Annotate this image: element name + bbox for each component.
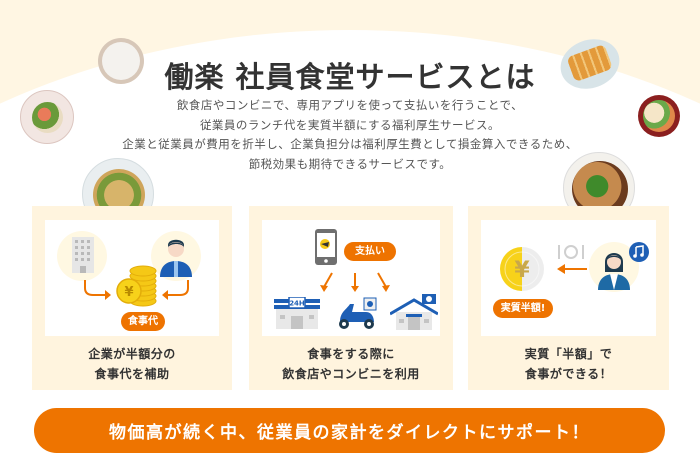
half-coin-icon: ¥: [500, 247, 544, 291]
description-line: 従業員のランチ代を実質半額にする福利厚生サービス。: [199, 117, 501, 132]
arrow-left-icon: [557, 264, 587, 274]
music-note-icon: [629, 242, 649, 262]
restaurant-icon: [390, 294, 438, 330]
banner-text: 物価高が続く中、従業員の家計をダイレクトにサポート！: [109, 423, 590, 443]
svg-text:¥: ¥: [124, 285, 133, 300]
caption-line: 食事をする際に: [307, 347, 395, 361]
page-title: 働楽 社員食堂サービスとは: [164, 60, 536, 94]
payment-badge: 支払い: [344, 242, 396, 261]
arrow-left-icon: [162, 280, 189, 300]
illustration-panel: ¥ 食事代: [45, 220, 219, 336]
salad-bowl-image: [20, 90, 74, 144]
illustration-panel: ¥ 実質半額!: [481, 220, 656, 336]
arrows-down-icon: [320, 272, 390, 292]
caption-line: 食事代を補助: [94, 367, 170, 381]
meal-cost-badge: 食事代: [121, 312, 165, 331]
svg-text:24H: 24H: [289, 300, 305, 308]
convenience-store-icon: 24H: [274, 297, 320, 329]
feature-card-half-price: ¥ 実質半額! 実質「半額」で 食事ができる！: [468, 206, 669, 390]
smartphone-icon: [315, 229, 337, 265]
description-line: 企業と従業員が費用を折半し、企業負担分は福利厚生費として損金算入できるため、: [122, 137, 578, 152]
tofu-bowl-image: [638, 95, 680, 137]
support-banner: 物価高が続く中、従業員の家計をダイレクトにサポート！: [34, 408, 665, 453]
rice-bowl-image: [98, 38, 144, 84]
woman-icon: [598, 253, 630, 290]
caption-line: 飲食店やコンビニを利用: [282, 367, 420, 381]
svg-text:¥: ¥: [514, 258, 530, 283]
businessman-icon: [160, 239, 192, 277]
half-price-badge: 実質半額!: [493, 299, 553, 318]
feature-card-subsidy: ¥ 食事代 企業が半額分の 食事代を補助: [32, 206, 232, 390]
service-description: 飲食店やコンビニで、専用アプリを使って支払いを行うことで、 従業員のランチ代を実…: [0, 96, 700, 174]
card-caption: 実質「半額」で 食事ができる！: [468, 344, 669, 384]
illustration-panel: 支払い 24H: [262, 220, 440, 336]
delivery-scooter-icon: [339, 297, 377, 329]
card-caption: 食事をする際に 飲食店やコンビニを利用: [249, 344, 453, 384]
feature-card-usage: 支払い 24H: [249, 206, 453, 390]
caption-line: 実質「半額」で: [524, 347, 613, 361]
card-caption: 企業が半額分の 食事代を補助: [32, 344, 232, 384]
building-icon: [72, 237, 94, 273]
cutlery-icon: [558, 245, 584, 259]
caption-line: 企業が半額分の: [88, 347, 176, 361]
description-line: 節税効果も期待できるサービスです。: [248, 156, 452, 171]
coins-icon: ¥: [116, 265, 157, 307]
description-line: 飲食店やコンビニで、専用アプリを使って支払いを行うことで、: [176, 98, 524, 112]
caption-line: 食事ができる！: [524, 367, 613, 381]
arrow-right-icon: [84, 280, 111, 300]
